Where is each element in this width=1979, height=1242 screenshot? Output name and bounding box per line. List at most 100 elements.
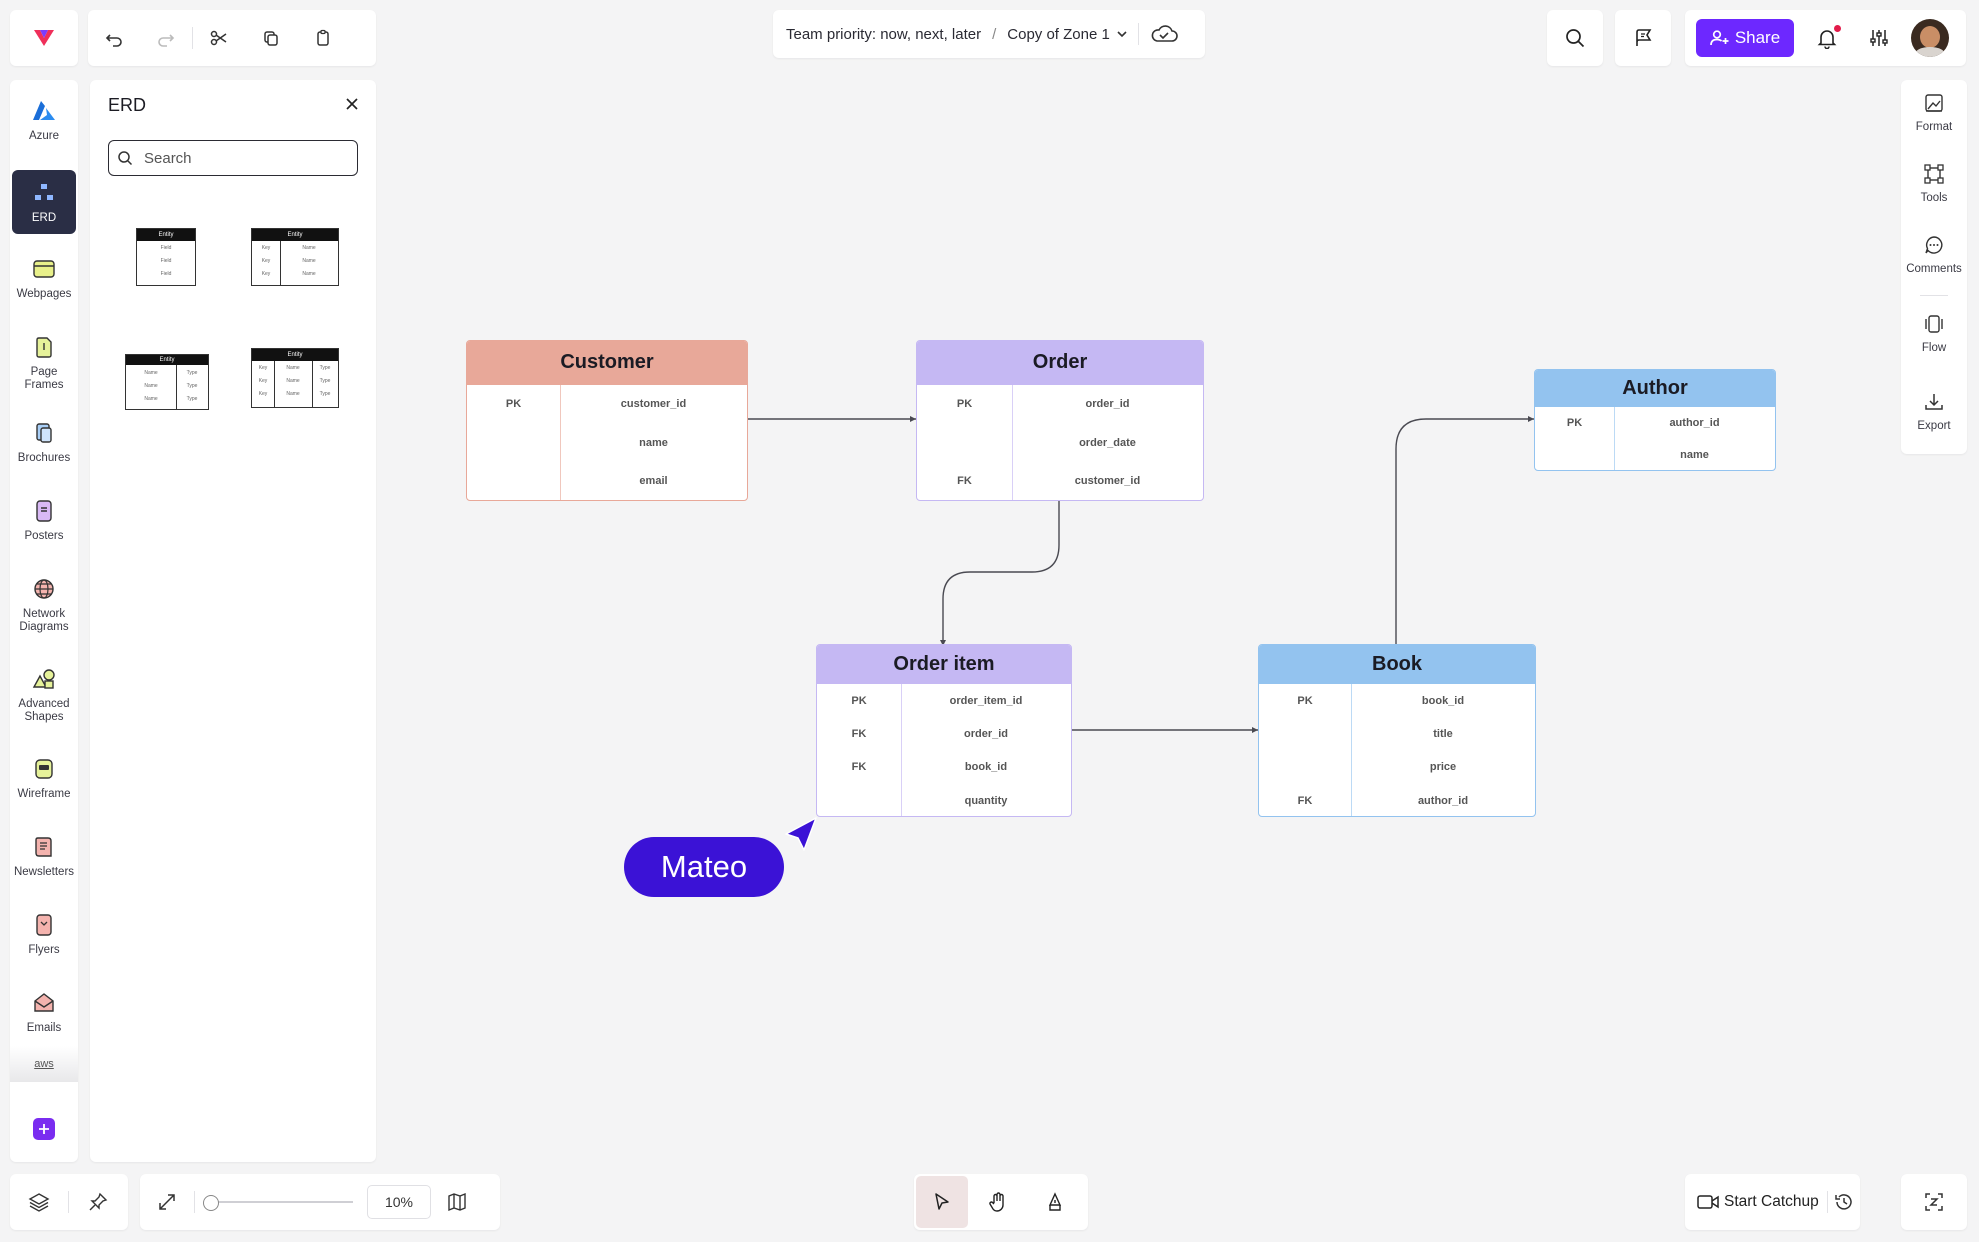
field-cell: name	[1680, 449, 1709, 461]
zoom-slider-handle[interactable]	[203, 1195, 219, 1211]
rail-label: Azure	[28, 130, 60, 142]
rail-item-emails[interactable]: Emails	[12, 990, 76, 1035]
zoom-slider[interactable]	[203, 1192, 353, 1212]
rail-item-format[interactable]: Format	[1901, 90, 1967, 133]
notifications-button[interactable]	[1801, 12, 1853, 64]
add-user-icon	[1709, 30, 1729, 46]
thumb-key: Key	[261, 271, 271, 277]
thumb-header: Entity	[252, 229, 338, 241]
rail-label: Tools	[1920, 192, 1948, 204]
panel-title: ERD	[108, 95, 147, 115]
field-cell: book_id	[964, 761, 1008, 773]
erd-template-simple[interactable]: Entity Field Field Field	[136, 228, 196, 286]
app-logo[interactable]	[10, 10, 78, 66]
ai-assist-button[interactable]	[1901, 1174, 1967, 1230]
ai-frame-icon	[1925, 1193, 1943, 1211]
select-tool-button[interactable]	[916, 1176, 968, 1228]
cut-icon[interactable]	[193, 12, 245, 64]
presentation-button[interactable]	[1615, 10, 1671, 66]
rail-item-azure[interactable]: Azure	[12, 98, 76, 143]
chevron-down-icon[interactable]	[1116, 28, 1128, 40]
redo-icon[interactable]	[140, 12, 192, 64]
rail-label: Wireframe	[17, 788, 71, 800]
breadcrumb-project[interactable]: Team priority: now, next, later	[786, 25, 982, 43]
rail-item-newsletters[interactable]: Newsletters	[12, 834, 76, 879]
cloud-saved-icon[interactable]	[1149, 24, 1179, 44]
start-catchup-button[interactable]: Start Catchup	[1697, 1193, 1819, 1211]
rail-item-aws[interactable]: aws	[10, 1046, 78, 1082]
share-button[interactable]: Share	[1696, 19, 1794, 57]
rail-item-brochures[interactable]: Brochures	[12, 420, 76, 465]
table-row: order_date	[917, 423, 1203, 462]
paste-icon[interactable]	[297, 12, 349, 64]
comment-icon	[1921, 232, 1947, 258]
hand-tool-button[interactable]	[968, 1176, 1028, 1228]
thumb-type: Type	[186, 396, 198, 402]
undo-icon[interactable]	[88, 12, 140, 64]
map-icon[interactable]	[431, 1174, 483, 1230]
breadcrumb-divider	[1137, 23, 1139, 45]
pin-icon[interactable]	[69, 1174, 127, 1230]
rail-item-export[interactable]: Export	[1901, 389, 1967, 432]
rail-item-tools[interactable]: Tools	[1901, 161, 1967, 204]
pen-tool-button[interactable]	[1028, 1176, 1082, 1228]
rail-item-wireframe[interactable]: Wireframe	[12, 756, 76, 801]
rail-item-posters[interactable]: Posters	[12, 498, 76, 543]
email-icon	[31, 990, 57, 1016]
hand-icon	[989, 1192, 1004, 1212]
panel-search-field[interactable]: Search	[108, 140, 358, 176]
thumb-name: Name	[286, 365, 300, 371]
thumb-type: Type	[186, 383, 198, 389]
thumb-name: Name	[286, 378, 300, 384]
thumb-header: Entity	[137, 229, 195, 241]
canvas-tools	[914, 1174, 1088, 1230]
add-library-button[interactable]	[33, 1118, 55, 1140]
avatar[interactable]	[1911, 19, 1949, 57]
rail-label: Page Frames	[24, 366, 64, 391]
close-panel-icon[interactable]	[344, 96, 360, 112]
pointer-icon	[935, 1193, 949, 1210]
rail-item-webpages[interactable]: Webpages	[12, 256, 76, 301]
rail-item-network-diagrams[interactable]: Network Diagrams	[12, 576, 76, 634]
thumb-key: Key	[258, 365, 268, 371]
key-cell: PK	[505, 398, 522, 410]
settings-button[interactable]	[1853, 12, 1905, 64]
bell-icon	[1817, 30, 1837, 49]
search-button[interactable]	[1547, 10, 1603, 66]
search-placeholder: Search	[144, 149, 192, 167]
layers-icon[interactable]	[10, 1174, 68, 1230]
webpage-icon	[31, 256, 57, 282]
table-row: title	[1259, 717, 1535, 750]
rail-item-page-frames[interactable]: Page Frames	[12, 334, 76, 392]
thumb-name: Name	[144, 396, 158, 402]
zoom-level-field[interactable]: 10%	[367, 1185, 431, 1219]
rail-item-flyers[interactable]: Flyers	[12, 912, 76, 957]
zoom-level: 10%	[384, 1194, 414, 1210]
copy-icon[interactable]	[245, 12, 297, 64]
rail-item-flow[interactable]: Flow	[1901, 311, 1967, 354]
breadcrumb-page[interactable]: Copy of Zone 1	[1007, 25, 1110, 43]
rail-divider	[1920, 295, 1948, 296]
thumb-type: Type	[319, 365, 331, 371]
history-icon[interactable]	[1828, 1176, 1860, 1228]
rail-item-comments[interactable]: Comments	[1901, 232, 1967, 275]
field-cell: order_id	[1085, 398, 1130, 410]
pen-icon	[1048, 1192, 1062, 1211]
left-rail: Azure ERD Webpages Page Frames Brochures…	[10, 80, 78, 1162]
edit-toolbar	[88, 10, 376, 66]
flyer-icon	[31, 912, 57, 938]
poster-icon	[31, 498, 57, 524]
fit-to-screen-icon[interactable]	[140, 1174, 194, 1230]
thumb-type: Type	[319, 378, 331, 384]
rail-item-advanced-shapes[interactable]: Advanced Shapes	[12, 666, 76, 724]
rail-item-erd[interactable]: ERD	[12, 170, 76, 234]
